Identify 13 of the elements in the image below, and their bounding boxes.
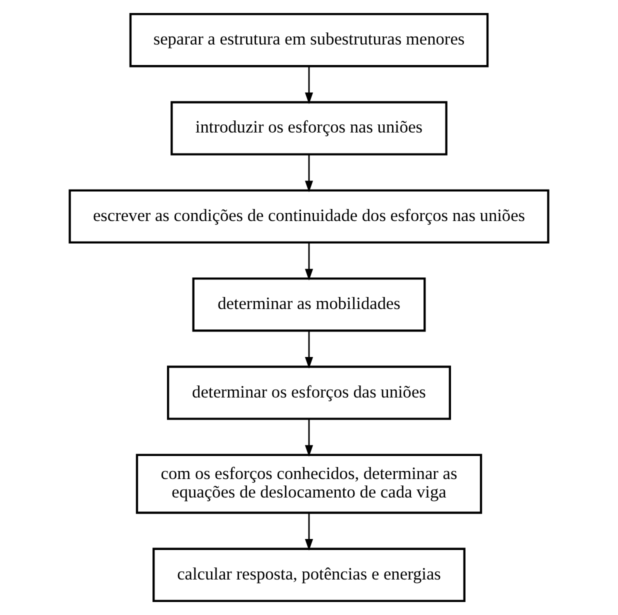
node-box: determinar os esforços das uniões [166,366,452,420]
node-box: escrever as condições de continuidade dos esforços nas uniões [68,189,550,244]
node-box: com os esforços conhecidos, determinar as equações de deslocamento de cada viga [136,454,482,514]
arrow [304,66,314,104]
arrow [304,242,314,280]
node-box: introduzir os esforços nas uniões [170,101,448,156]
arrow [304,154,314,192]
node-box: determinar as mobilidades [192,278,426,332]
arrow [304,419,314,457]
node-box: separar a estrutura em subestruturas menores [129,13,489,68]
node-box: calcular resposta, potências e energias [152,548,466,602]
arrow [304,330,314,369]
arrow [304,513,314,551]
